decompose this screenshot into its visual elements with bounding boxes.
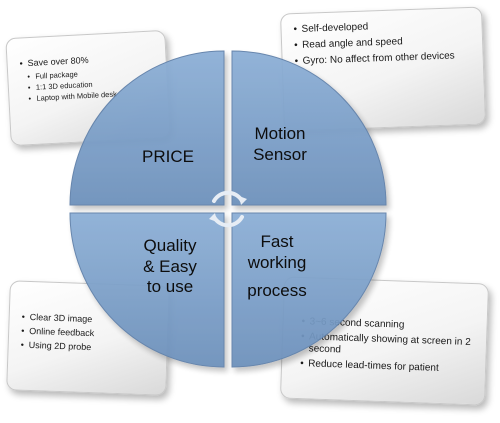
process-label-line: Fast <box>260 232 294 251</box>
motion-sensor-label: Motion Sensor <box>230 124 330 165</box>
price-label-text: PRICE <box>142 147 194 166</box>
quality-label-line: Quality <box>143 236 197 255</box>
quadrant-quality <box>69 212 225 368</box>
price-label: PRICE <box>118 147 218 168</box>
motion-label-line: Sensor <box>253 144 307 164</box>
motion-label-line: Motion <box>254 124 306 143</box>
cycle-arrows-icon <box>212 190 244 228</box>
quadrant-price <box>69 50 225 206</box>
quality-label-line: to use <box>146 277 194 297</box>
process-label-line: process <box>247 281 307 301</box>
process-label-line: working <box>247 252 307 272</box>
quality-label: Quality & Easy to use <box>120 236 220 298</box>
quality-label-line: & Easy <box>143 256 197 276</box>
quadrant-fast-process <box>231 212 387 368</box>
quadrant-motion-sensor <box>231 50 387 206</box>
fast-process-label: Fast working process <box>222 232 332 302</box>
